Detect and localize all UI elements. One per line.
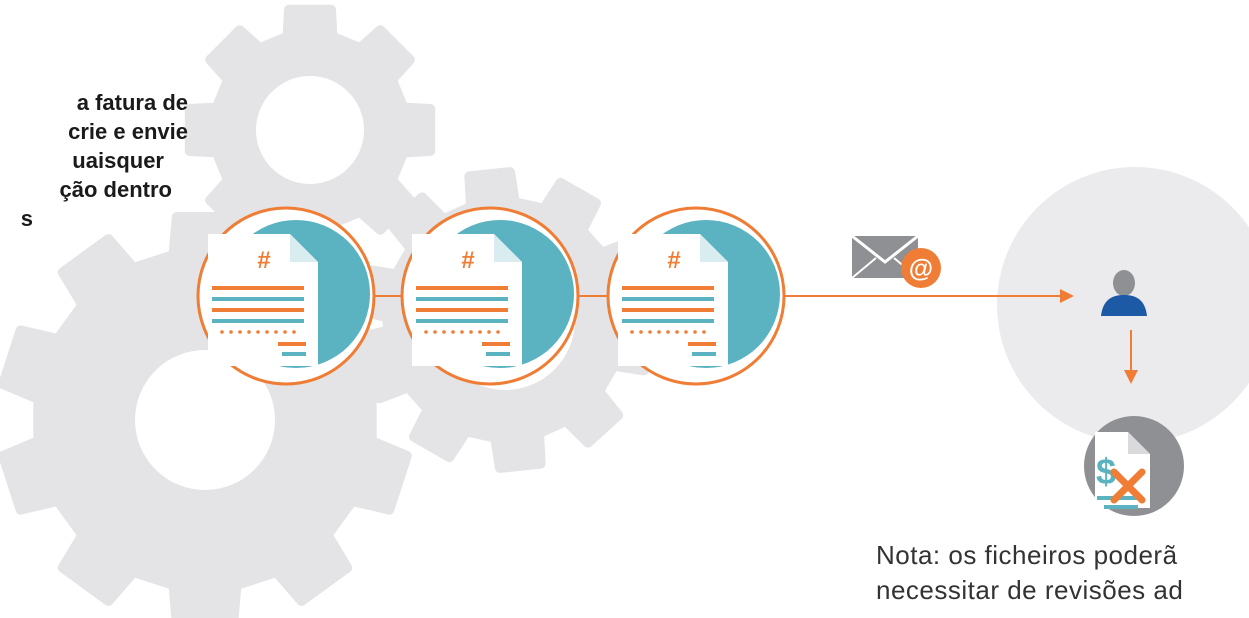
svg-text:#: # — [667, 247, 680, 274]
note-line: necessitar de revisões ad — [876, 573, 1183, 608]
intro-line: crie e envie — [0, 117, 188, 146]
intro-line: a fatura de — [0, 88, 188, 117]
svg-text:#: # — [461, 247, 474, 274]
invoice-document-1: # — [198, 208, 374, 384]
invoice-document-2: # — [402, 208, 578, 384]
rejected-invoice-icon: $ — [1084, 416, 1184, 516]
note-text: Nota: os ficheiros poderã necessitar de … — [876, 538, 1183, 608]
intro-line: uaisquer — [0, 146, 188, 175]
invoice-document-3: # — [608, 208, 784, 384]
at-badge-icon: @ — [901, 248, 941, 288]
at-symbol: @ — [909, 255, 933, 283]
intro-text: a fatura de crie e envie uaisquer ção de… — [0, 88, 188, 233]
svg-text:#: # — [257, 247, 270, 274]
note-line: Nota: os ficheiros poderã — [876, 538, 1183, 573]
intro-line: s — [0, 204, 188, 233]
intro-line: ção dentro — [0, 175, 188, 204]
